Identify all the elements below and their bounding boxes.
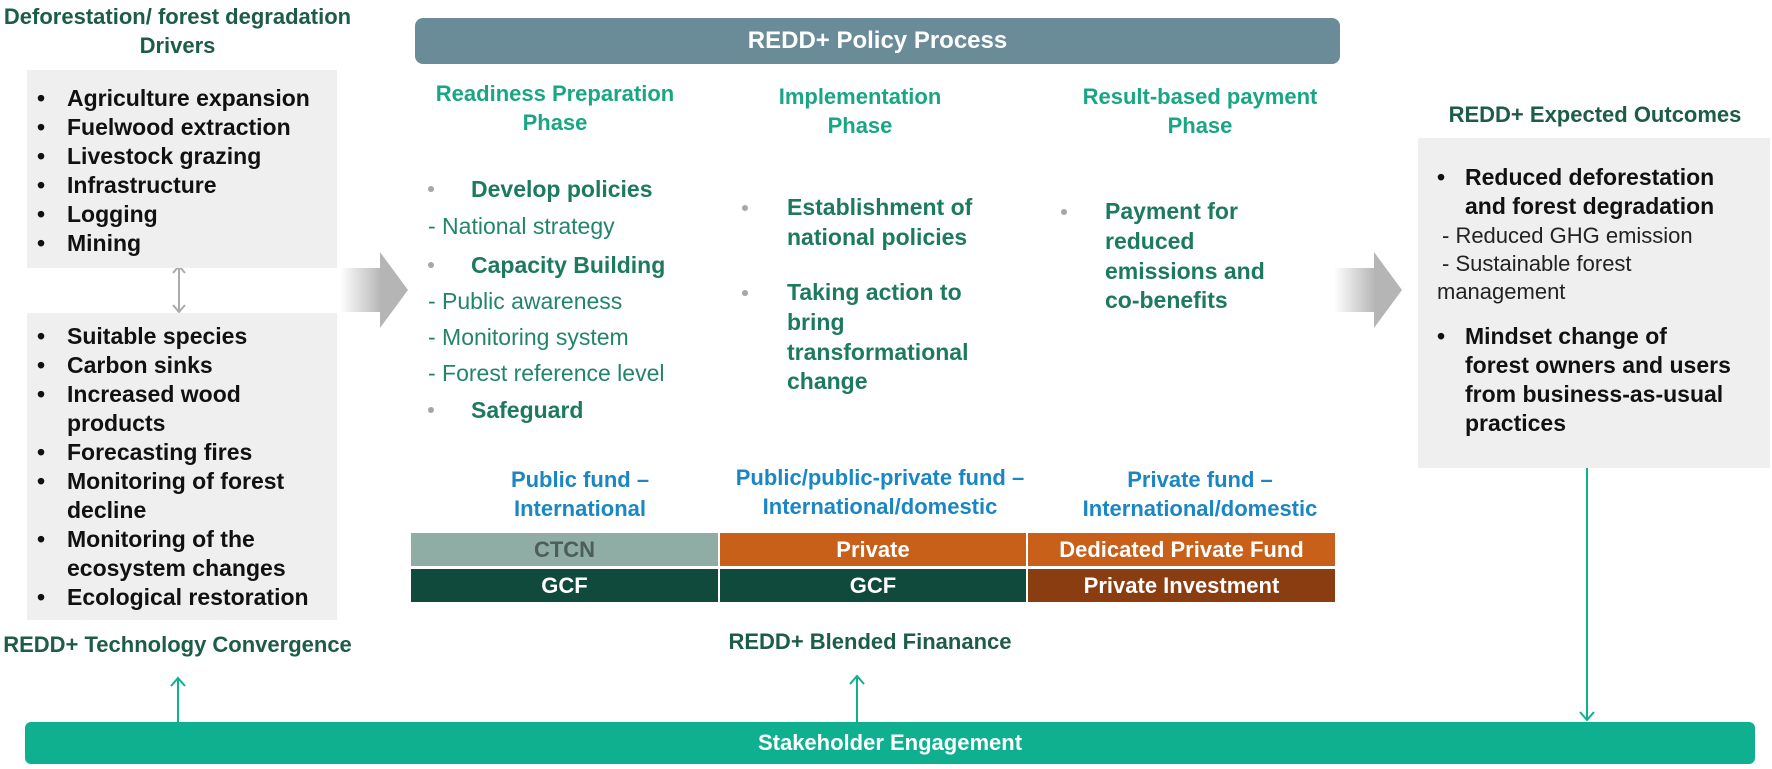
item-safeguard: Safeguard <box>471 397 584 423</box>
fund-private-title: Private fund – International/domestic <box>1040 465 1360 523</box>
list-item: Livestock grazing <box>27 142 337 171</box>
item-payment-line2: reduced <box>1105 228 1195 254</box>
outcome-sub-sustainable: - Sustainable forest <box>1442 251 1632 276</box>
right-arrow-icon <box>340 252 408 328</box>
list-item: Carbon sinks <box>27 351 337 380</box>
fund-title-line1: Private fund – <box>1127 467 1273 492</box>
phase-readiness-title: Readiness Preparation Phase <box>405 79 705 137</box>
item-action-line3: transformational <box>787 339 969 365</box>
list-item: Monitoring of the <box>27 525 337 554</box>
fund-cell-private: Private <box>720 533 1026 566</box>
fund-title-line2: International/domestic <box>762 494 998 519</box>
item-payment-line1: Payment for <box>1105 198 1238 224</box>
phase-title-line1: Implementation <box>778 84 942 109</box>
fund-cell-ctcn: CTCN <box>411 533 718 566</box>
fund-cell-dedicated-private-fund: Dedicated Private Fund <box>1028 533 1335 566</box>
outcome-reduced-line2: and forest degradation <box>1465 193 1715 219</box>
list-item: Increased wood <box>27 380 337 409</box>
list-item: Fuelwood extraction <box>27 113 337 142</box>
list-item: Mining <box>27 229 337 258</box>
bullet-dot <box>428 186 434 192</box>
fund-title-line1: Public fund – <box>510 467 650 492</box>
item-develop-policies: Develop policies <box>471 176 653 202</box>
up-arrow-icon <box>170 676 186 722</box>
down-arrow-icon <box>1579 468 1595 722</box>
item-establishment-line2: national policies <box>787 224 968 250</box>
bullet-dot <box>742 290 748 296</box>
bullet-dot: • <box>1437 164 1446 190</box>
phase-title-line1: Readiness Preparation <box>435 81 675 106</box>
item-action-line2: bring <box>787 309 845 335</box>
outcome-mindset-line3: from business-as-usual <box>1465 381 1724 407</box>
fund-cell-private-investment: Private Investment <box>1028 569 1335 602</box>
outcome-reduced-line1: Reduced deforestation <box>1465 164 1715 190</box>
list-item: Monitoring of forest <box>27 467 337 496</box>
up-arrow-icon <box>849 674 865 722</box>
phase-title-line2: Phase <box>522 110 588 135</box>
bullet-dot <box>428 407 434 413</box>
list-item: Suitable species <box>27 322 337 351</box>
bullet-dot <box>428 262 434 268</box>
fund-cell-gcf: GCF <box>720 569 1026 602</box>
phase-title-line1: Result-based payment <box>1082 84 1318 109</box>
drivers-title-line2: Drivers <box>139 33 216 58</box>
list-item: Agriculture expansion <box>27 84 337 113</box>
list-item-continuation: products <box>67 410 166 436</box>
item-action-line1: Taking action to <box>787 279 962 305</box>
right-arrow-icon <box>1334 252 1402 328</box>
fund-public-title: Public fund – International <box>430 465 730 523</box>
phase-implementation-title: Implementation Phase <box>720 82 1000 140</box>
up-down-arrow-icon <box>172 264 186 314</box>
item-payment-line3: emissions and <box>1105 258 1265 284</box>
list-item-continuation: decline <box>67 497 147 523</box>
item-national-strategy: - National strategy <box>428 213 615 239</box>
item-payment-line4: co-benefits <box>1105 287 1228 313</box>
drivers-title-line1: Deforestation/ forest degradation <box>3 4 352 29</box>
fund-title-line2: International/domestic <box>1082 496 1318 521</box>
item-forest-reference-level: - Forest reference level <box>428 360 665 386</box>
policy-process-header: REDD+ Policy Process <box>415 18 1340 64</box>
phase-title-line2: Phase <box>827 113 893 138</box>
outcomes-box <box>1418 138 1770 468</box>
phase-title-line2: Phase <box>1167 113 1233 138</box>
fund-title-line2: International <box>513 496 646 521</box>
item-capacity-building: Capacity Building <box>471 252 666 278</box>
item-establishment-line1: Establishment of <box>787 194 973 220</box>
expected-outcomes-title: REDD+ Expected Outcomes <box>1448 102 1742 127</box>
list-item: Logging <box>27 200 337 229</box>
list-item: Ecological restoration <box>27 583 337 612</box>
outcome-mindset-line4: practices <box>1465 410 1567 436</box>
fund-cell-gcf: GCF <box>411 569 718 602</box>
outcome-sub-ghg: - Reduced GHG emission <box>1442 223 1693 248</box>
technology-convergence-title: REDD+ Technology Convergence <box>3 632 352 657</box>
item-monitoring-system: - Monitoring system <box>428 324 629 350</box>
blended-finance-title: REDD+ Blended Finanance <box>728 629 1012 654</box>
outcome-mindset-line2: forest owners and users <box>1465 352 1731 378</box>
outcome-mindset-line1: Mindset change of <box>1465 323 1667 349</box>
bullet-dot <box>1061 209 1067 215</box>
drivers-title: Deforestation/ forest degradation Driver… <box>0 2 355 60</box>
fund-public-private-title: Public/public-private fund – Internation… <box>720 463 1040 521</box>
list-item-continuation: ecosystem changes <box>67 555 286 581</box>
list-item: Forecasting fires <box>27 438 337 467</box>
item-action-line4: change <box>787 368 868 394</box>
bullet-dot <box>742 205 748 211</box>
fund-title-line1: Public/public-private fund – <box>735 465 1025 490</box>
bullet-dot: • <box>1437 323 1446 349</box>
drivers-list: Agriculture expansion Fuelwood extractio… <box>27 84 337 258</box>
stakeholder-engagement-bar: Stakeholder Engagement <box>25 722 1755 764</box>
phase-result-payment-title: Result-based payment Phase <box>1035 82 1365 140</box>
item-public-awareness: - Public awareness <box>428 288 623 314</box>
outcome-sub-management: management <box>1437 279 1566 304</box>
list-item: Infrastructure <box>27 171 337 200</box>
technology-list: Suitable species Carbon sinks Increased … <box>27 322 337 612</box>
